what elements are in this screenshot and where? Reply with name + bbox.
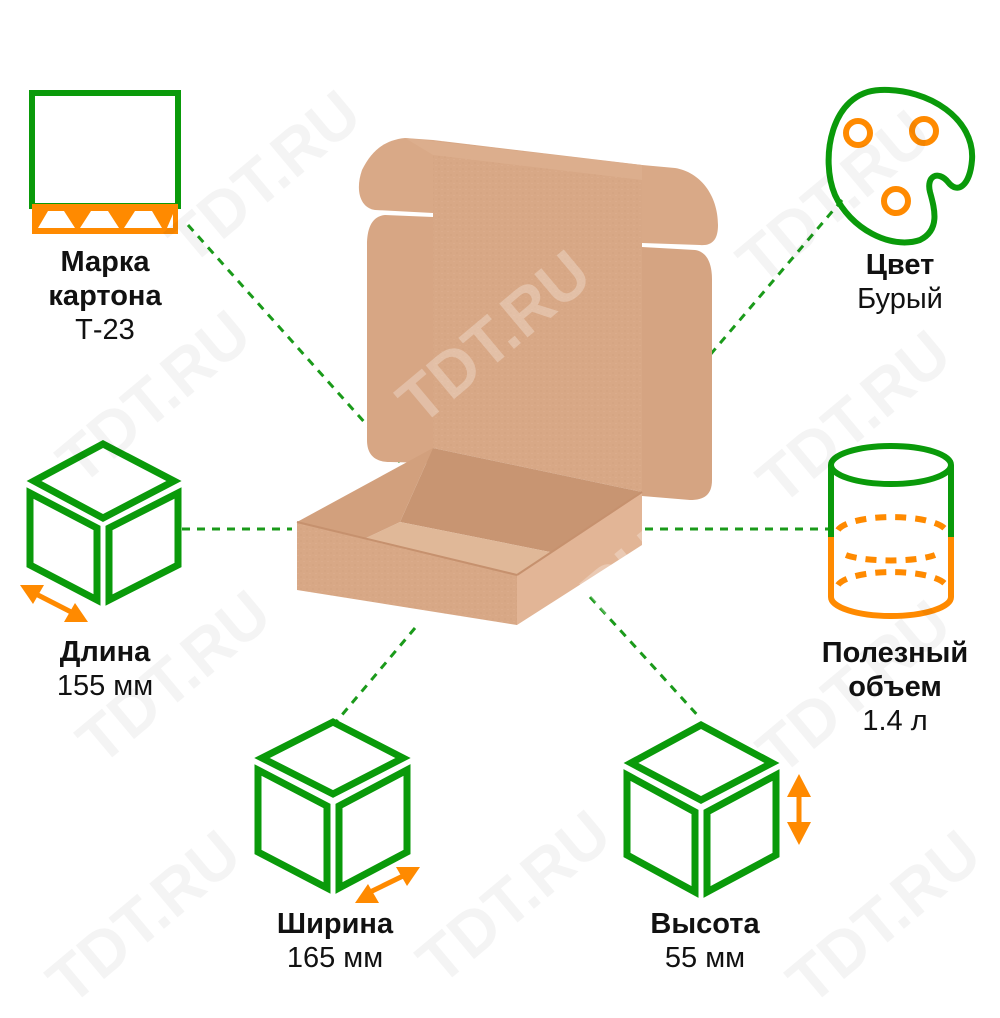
width-arrow-icon [355,867,420,903]
lid-left-ear [358,138,433,213]
spec-title: Высота [650,908,760,940]
lid-top-strip [405,138,642,180]
spec-title: Полезный [821,637,969,669]
box-right-wall [517,492,642,625]
spec-volume: Полезный объем 1.4 л [800,637,990,739]
spec-title: объем [848,670,942,703]
length-arrow-icon [20,585,88,622]
connector-color [708,199,844,356]
connector-lines [182,199,844,723]
spec-value: 55 мм [664,941,746,974]
lid-right-ear [642,165,718,246]
lid-left-flap [367,215,433,463]
product-box-image [296,138,718,625]
spec-height: Высота 55 мм [615,908,795,976]
box-right-top-edge [516,491,643,576]
cube-width-icon [254,718,420,903]
spec-value: Бурый [857,282,943,315]
cube-length-icon [20,440,182,622]
spec-width: Ширина 165 мм [245,908,425,976]
spec-value: 155 мм [56,669,154,702]
spec-title: Длина [59,636,151,668]
spec-length: Длина 155 мм [20,636,190,704]
connector-width [334,627,417,723]
spec-value: 165 мм [286,941,384,974]
connector-board-grade [186,223,402,464]
lid-right-flap [642,247,712,500]
box-front-wall [297,522,517,625]
spec-board-grade: Марка картона Т-23 [20,246,190,348]
box-front-top-edge [296,521,518,576]
spec-title: картона [48,279,162,312]
spec-value: 1.4 л [862,704,928,737]
spec-color: Цвет Бурый [820,249,980,317]
spec-title: Марка [60,246,150,278]
corrugated-board-icon [29,90,181,234]
height-arrow-icon [787,774,811,845]
cube-height-icon [623,721,811,898]
spec-title: Ширина [276,908,394,940]
spec-title: Цвет [865,249,935,281]
spec-value: Т-23 [75,313,135,346]
palette-icon [825,86,976,246]
box-inner-left-wall [297,448,433,555]
cylinder-volume-icon [828,443,954,619]
connector-height [588,595,702,720]
lid-panel [433,140,642,492]
